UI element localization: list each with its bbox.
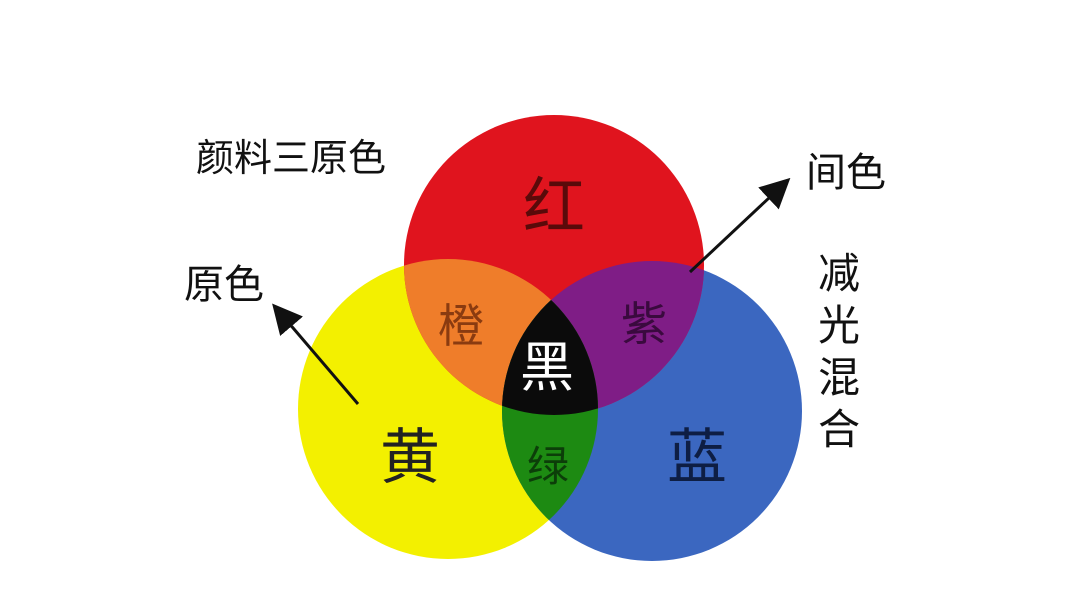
green-label: 绿 [527,442,569,491]
purple-label: 紫 [621,297,667,351]
primary-color-label: 原色 [184,262,264,308]
orange-label: 橙 [438,299,484,353]
diagram-title: 颜料三原色 [196,136,387,180]
blue-label: 蓝 [667,423,727,493]
secondary-color-label: 间色 [806,150,886,196]
black-label: 黑 [520,336,574,399]
mode-char-3: 混 [818,353,861,402]
yellow-label: 黄 [380,423,440,493]
secondary-arrow [688,177,791,274]
mode-char-1: 减 [818,249,861,298]
primary-arrow [272,303,360,405]
black-overlap [502,261,598,415]
mode-char-4: 合 [818,405,861,454]
red-label: 红 [523,170,585,243]
mode-char-2: 光 [818,301,861,350]
subtractive-mixing-label: 减 光 混 合 [818,248,860,456]
